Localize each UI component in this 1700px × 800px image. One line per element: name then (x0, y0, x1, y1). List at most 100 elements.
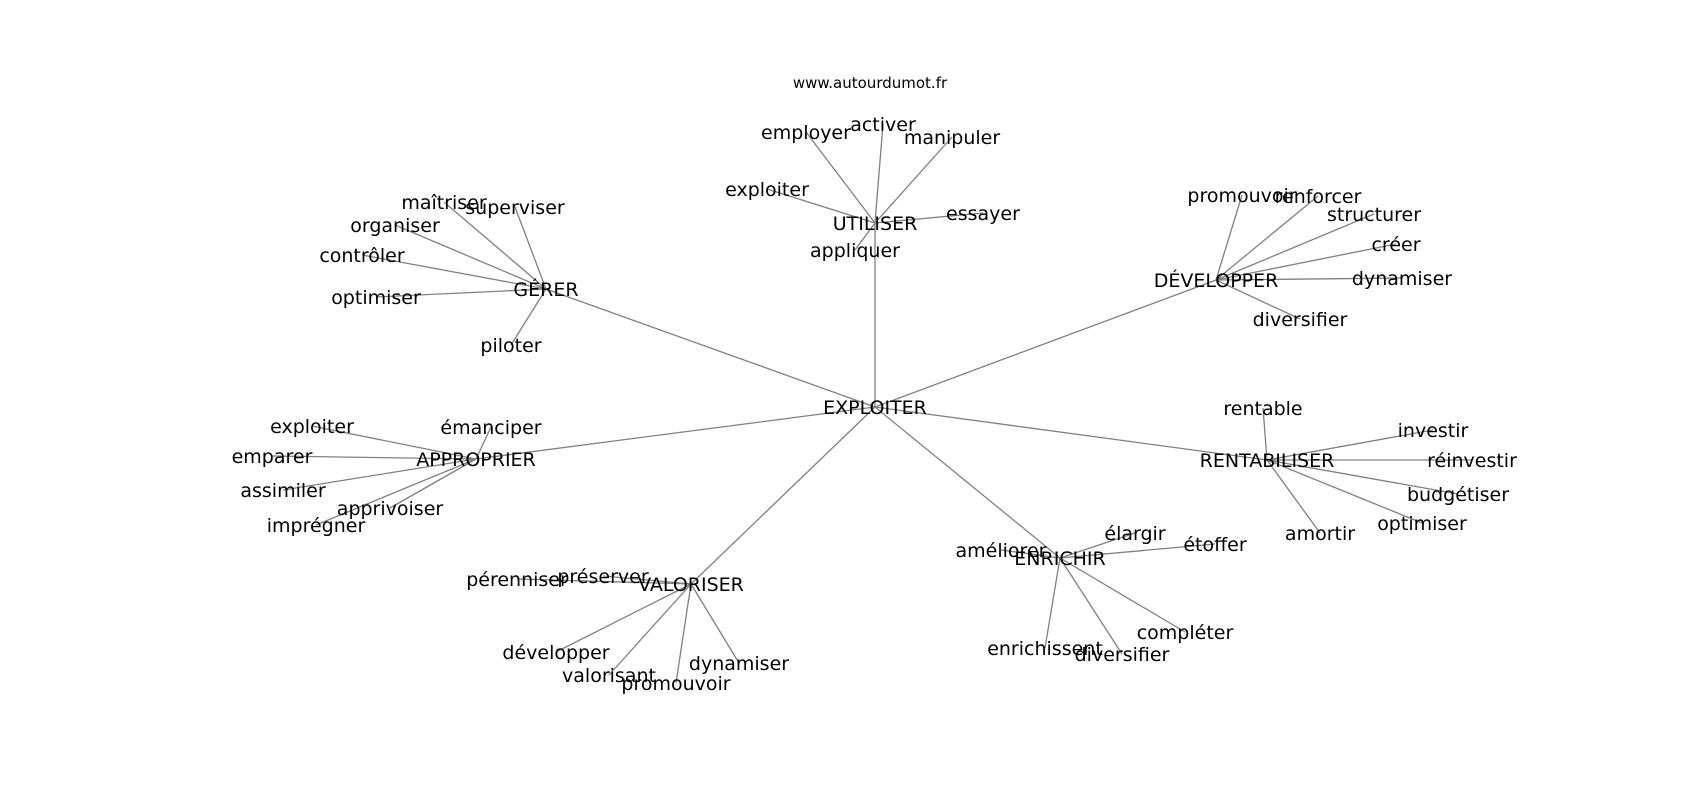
group-node: APPROPRIER (416, 449, 536, 471)
leaf-node: amortir (1285, 523, 1355, 545)
edge-5-2 (555, 583, 692, 653)
edge-0-5 (854, 222, 876, 251)
graph-edges (271, 123, 1472, 684)
leaf-node: emparer (232, 446, 313, 468)
leaf-node: enrichissent (987, 638, 1103, 660)
leaf-node: optimiser (331, 287, 421, 309)
edge-root-4 (874, 406, 1268, 461)
leaf-node: renforcer (1275, 186, 1362, 208)
leaf-node: réinvestir (1427, 450, 1517, 472)
edge-4-4 (1266, 459, 1423, 524)
edge-root-5 (690, 406, 876, 585)
leaf-node: préserver (557, 566, 648, 588)
leaf-node: essayer (946, 203, 1020, 225)
leaf-node: dynamiser (1352, 268, 1452, 290)
edge-3-0 (311, 425, 477, 460)
leaf-node: diversifier (1075, 644, 1170, 666)
group-node: GÉRER (513, 278, 578, 301)
leaf-node: budgétiser (1407, 484, 1509, 506)
edge-root-6 (874, 406, 1061, 559)
edge-4-3 (1266, 459, 1459, 495)
edge-4-0 (1262, 407, 1268, 461)
leaf-node: appliquer (810, 240, 900, 262)
leaf-node: pérenniser (466, 569, 568, 591)
edge-3-4 (389, 458, 477, 509)
edge-3-5 (315, 458, 477, 526)
root-node: EXPLOITER (823, 397, 927, 419)
leaf-node: assimiler (240, 480, 325, 502)
group-node: ENRICHIR (1014, 548, 1105, 570)
edge-2-1 (1215, 195, 1319, 281)
leaf-node: contrôler (319, 245, 405, 267)
edge-2-5 (1215, 279, 1301, 320)
leaf-node: maîtriser (401, 192, 487, 214)
group-node: RENTABILISER (1200, 450, 1335, 472)
leaf-node: exploiter (725, 179, 809, 201)
leaf-node: organiser (350, 215, 440, 237)
edge-0-0 (805, 131, 876, 224)
leaf-node: étoffer (1183, 534, 1247, 556)
leaf-node: rentable (1223, 398, 1302, 420)
edge-0-1 (874, 123, 884, 224)
edge-5-1 (602, 575, 692, 585)
edge-0-2 (874, 136, 953, 224)
leaf-node: créer (1371, 234, 1420, 256)
edge-root-3 (475, 406, 876, 460)
leaf-node: exploiter (270, 416, 354, 438)
edge-5-0 (516, 578, 692, 585)
leaf-node: structurer (1327, 204, 1421, 226)
edge-4-5 (1266, 459, 1321, 534)
edge-3-3 (282, 458, 477, 491)
edge-1-1 (514, 206, 547, 290)
edge-0-3 (766, 188, 876, 224)
edge-6-1 (1059, 532, 1136, 559)
edge-3-2 (271, 455, 477, 460)
edge-root-2 (874, 279, 1217, 408)
leaf-node: compléter (1137, 622, 1234, 644)
edge-4-1 (1266, 429, 1434, 461)
edge-6-0 (1000, 549, 1061, 559)
group-node: UTILISER (833, 213, 918, 235)
edge-1-0 (443, 201, 547, 290)
leaf-node: émanciper (440, 417, 541, 439)
leaf-node: promouvoir (621, 673, 730, 695)
edge-2-3 (1215, 243, 1397, 281)
edge-0-4 (874, 212, 984, 224)
leaf-node: apprivoiser (337, 498, 444, 520)
edge-2-4 (1215, 277, 1403, 281)
edge-5-5 (690, 583, 740, 664)
group-node: DÉVELOPPER (1154, 269, 1279, 292)
leaf-node: superviser (465, 197, 565, 219)
edge-6-2 (1059, 543, 1216, 559)
leaf-node: élargir (1104, 523, 1165, 545)
edge-2-0 (1215, 194, 1243, 281)
edge-2-2 (1215, 213, 1375, 281)
leaf-node: dynamiser (689, 653, 789, 675)
edge-1-5 (510, 288, 547, 346)
edge-1-4 (375, 288, 547, 298)
source-label: www.autourdumot.fr (793, 74, 948, 92)
edge-6-3 (1059, 557, 1186, 633)
leaf-node: valorisant (562, 665, 656, 687)
leaf-node: employer (761, 122, 851, 144)
leaf-node: investir (1398, 420, 1469, 442)
group-node: VALORISER (638, 574, 744, 596)
leaf-node: imprégner (267, 515, 366, 537)
leaf-node: développer (502, 642, 609, 664)
leaf-node: manipuler (904, 127, 1001, 149)
edge-1-3 (361, 254, 547, 290)
edge-6-5 (1059, 557, 1123, 655)
edge-1-2 (394, 224, 547, 290)
edge-6-4 (1044, 557, 1061, 649)
edge-5-3 (608, 583, 692, 676)
leaf-node: diversifier (1253, 309, 1348, 331)
leaf-node: promouvoir (1187, 185, 1296, 207)
edge-root-1 (545, 288, 876, 408)
leaf-node: améliorer (956, 540, 1047, 562)
edge-3-1 (475, 426, 492, 460)
leaf-node: activer (850, 114, 916, 136)
edge-5-4 (675, 583, 692, 684)
leaf-node: piloter (480, 335, 541, 357)
